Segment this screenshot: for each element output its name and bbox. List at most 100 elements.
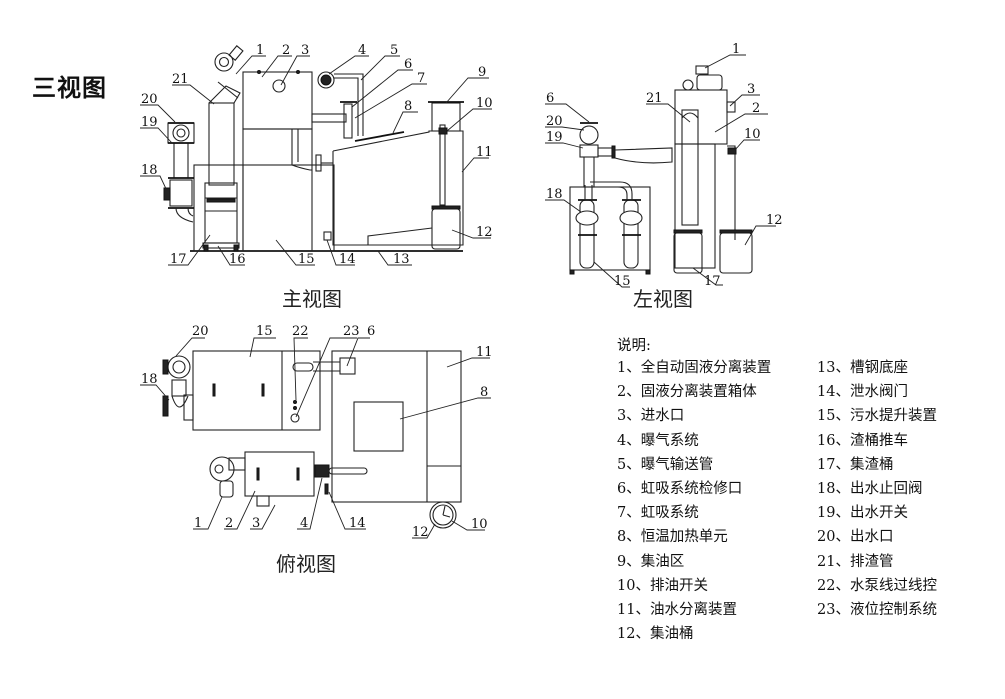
legend-item-text: 虹吸系统检修口: [640, 480, 743, 497]
legend-item-text: 水泵线过线控: [849, 577, 937, 594]
left-view: [569, 65, 753, 275]
top-callout-18: 18: [141, 372, 158, 387]
legend-item-separator: 、: [835, 577, 850, 594]
legend-item: 15、污水提升装置: [817, 404, 937, 428]
legend-item-number: 10: [617, 577, 636, 594]
legend-item-text: 固液分离装置箱体: [640, 384, 757, 401]
legend-item-separator: 、: [835, 553, 850, 570]
callout-4: 4: [358, 43, 366, 58]
legend-item-separator: 、: [626, 505, 641, 522]
legend-item-number: 13: [817, 360, 836, 376]
legend-item: 18、出水止回阀: [817, 477, 937, 501]
callout-1: 1: [256, 43, 264, 58]
top-view-callouts: 20 15 22 23 6 11 8 18 1 2 3 4 14 10 12 俯…: [140, 324, 493, 576]
legend-item: 1、全自动固液分离装置: [617, 356, 771, 380]
oil-barrel-side: [719, 232, 753, 274]
callout-12: 12: [476, 225, 493, 240]
legend-item-number: 16: [817, 432, 836, 449]
legend-item-number: 3: [617, 408, 627, 425]
slag-bucket-side: [673, 232, 703, 274]
siphon-port-top: [339, 357, 356, 375]
legend-item-separator: 、: [626, 529, 641, 546]
sewage-lift-unit: [193, 164, 335, 252]
legend-item-text: 集油桶: [649, 626, 694, 643]
heating-unit-top: [353, 401, 404, 452]
callout-3: 3: [301, 43, 309, 58]
legend-item: 7、虹吸系统: [617, 501, 771, 525]
legend-item-separator: 、: [835, 384, 850, 401]
left-view-title: 左视图: [633, 287, 693, 311]
legend-item-separator: 、: [626, 360, 641, 376]
inlet-circle: [272, 79, 286, 93]
legend-item: 13、槽钢底座: [817, 356, 937, 380]
legend-item-text: 恒温加热单元: [640, 529, 728, 546]
callout-8: 8: [404, 99, 412, 114]
legend-item-text: 油水分离装置: [649, 601, 737, 618]
legend-item-number: 17: [817, 456, 836, 473]
top-callout-8: 8: [480, 385, 488, 400]
left-callout-3: 3: [747, 82, 755, 97]
outlet-flange: [579, 125, 599, 145]
legend-item: 8、恒温加热单元: [617, 525, 771, 549]
left-callout-2: 2: [752, 101, 760, 116]
legend-item-text: 排油开关: [649, 577, 708, 594]
legend-item-text: 集渣桶: [849, 456, 894, 473]
legend-item-separator: 、: [626, 456, 641, 473]
callout-20: 20: [141, 92, 158, 107]
top-callout-3: 3: [252, 516, 260, 531]
legend-item: 23、液位控制系统: [817, 598, 937, 622]
legend-item-number: 9: [617, 553, 627, 570]
legend-item-text: 曝气系统: [640, 432, 699, 449]
oil-collection-area: [431, 102, 461, 132]
separator-box-top: [244, 451, 315, 497]
legend-item-number: 21: [817, 553, 836, 570]
left-callout-12: 12: [766, 213, 783, 228]
legend-item: 19、出水开关: [817, 501, 937, 525]
front-view-title: 主视图: [282, 287, 342, 311]
legend-item-text: 污水提升装置: [849, 408, 937, 425]
pump-right: [619, 199, 643, 269]
callout-2: 2: [282, 43, 290, 58]
callout-15: 15: [298, 252, 315, 267]
top-callout-4: 4: [300, 516, 308, 531]
callout-21: 21: [172, 72, 189, 87]
left-callout-1: 1: [732, 42, 740, 57]
left-callout-10: 10: [744, 127, 761, 142]
slag-cart: [202, 242, 240, 249]
legend-item-number: 20: [817, 529, 836, 546]
legend-item-text: 虹吸系统: [640, 505, 699, 522]
callout-14: 14: [339, 252, 356, 267]
legend-item-separator: 、: [626, 553, 641, 570]
legend-item-number: 2: [617, 384, 627, 401]
left-callout-19: 19: [546, 130, 563, 145]
legend-item: 20、出水口: [817, 525, 937, 549]
legend-item: 9、集油区: [617, 550, 771, 574]
left-callout-20: 20: [546, 114, 563, 129]
legend-item-text: 泄水阀门: [849, 384, 908, 401]
callout-16: 16: [229, 252, 246, 267]
legend-item-separator: 、: [835, 408, 850, 425]
legend-item-separator: 、: [835, 505, 850, 522]
legend-item-text: 渣桶推车: [849, 432, 908, 449]
legend-item: 2、固液分离装置箱体: [617, 380, 771, 404]
legend-item-text: 集油区: [640, 553, 685, 570]
legend-item-number: 6: [617, 480, 627, 497]
top-callout-12: 12: [412, 525, 429, 540]
lift-unit-top: [192, 350, 321, 431]
legend-item-separator: 、: [626, 384, 641, 401]
outlet-valve: [167, 122, 195, 144]
callout-18: 18: [141, 163, 158, 178]
legend-item-separator: 、: [626, 408, 641, 425]
legend-item-number: 22: [817, 577, 836, 594]
legend-item-separator: 、: [835, 432, 850, 449]
top-callout-22: 22: [292, 324, 309, 339]
outlet-switch: [579, 144, 599, 158]
top-callout-6: 6: [367, 324, 375, 339]
legend-item-text: 全自动固液分离装置: [640, 360, 772, 376]
legend-item-separator: 、: [635, 577, 650, 594]
legend-item: 4、曝气系统: [617, 429, 771, 453]
top-view: [162, 350, 462, 529]
top-callout-23: 23: [343, 324, 360, 339]
